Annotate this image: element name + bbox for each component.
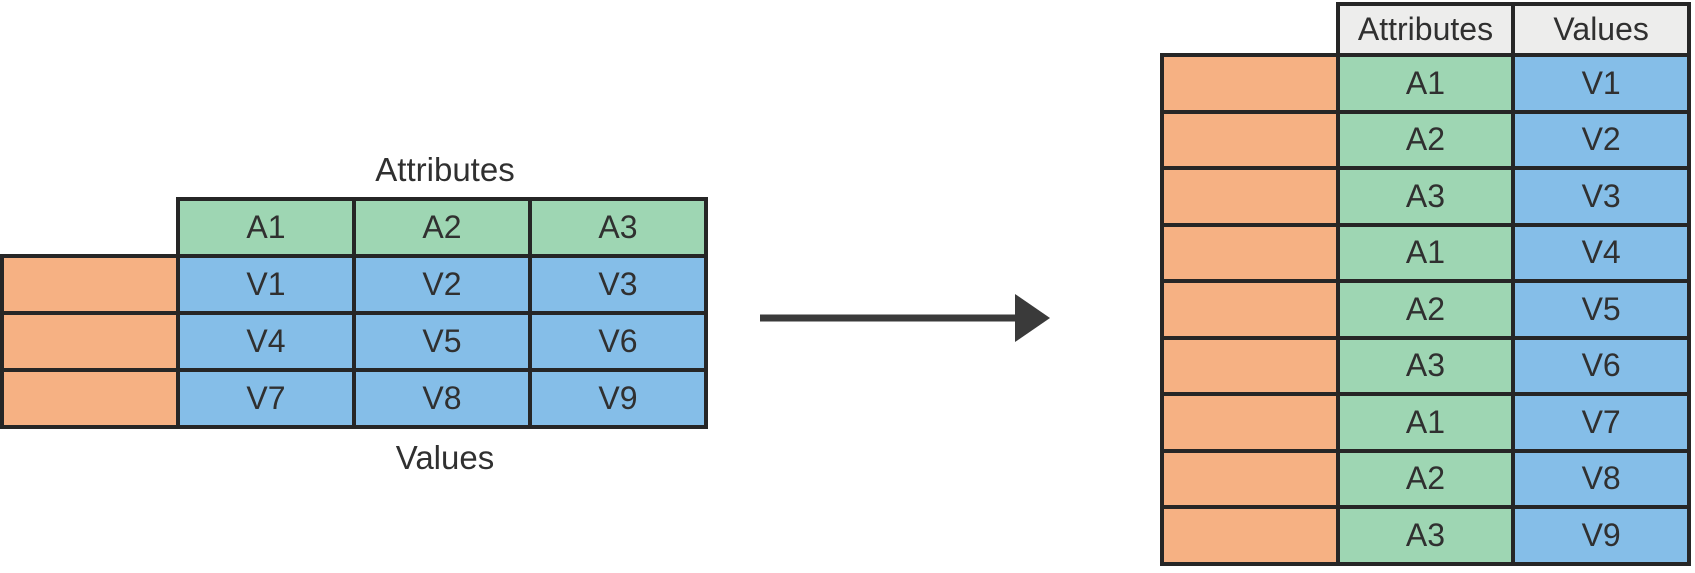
result-value-cell: V4 [1511, 222, 1691, 283]
result-data-row: A2 V2 [1160, 109, 1691, 170]
result-values-header-cell: Values [1511, 2, 1691, 57]
result-data-row: A3 V9 [1160, 505, 1691, 566]
result-data-row: A1 V7 [1160, 392, 1691, 453]
result-value-cell: V2 [1511, 109, 1691, 170]
result-attribute-cell: A2 [1335, 448, 1516, 509]
result-value-cell: V1 [1511, 53, 1691, 114]
source-value-cell: V3 [528, 254, 708, 315]
result-row-marker-cell [1160, 279, 1340, 340]
result-row-marker-cell [1160, 222, 1340, 283]
result-row-marker-cell [1160, 505, 1340, 566]
result-data-row: A2 V5 [1160, 279, 1691, 340]
result-row-marker-cell [1160, 392, 1340, 453]
result-value-cell: V9 [1511, 505, 1691, 566]
source-row-marker-cell [0, 368, 180, 429]
source-attribute-header-cell: A2 [352, 197, 532, 258]
source-attribute-header-cell: A3 [528, 197, 708, 258]
transform-arrow-icon [760, 294, 1050, 342]
result-row-marker-cell [1160, 109, 1340, 170]
result-row-marker-cell [1160, 166, 1340, 227]
result-data-row: A1 V1 [1160, 53, 1691, 114]
source-attribute-header-cell: A1 [176, 197, 356, 258]
source-data-row: V1 V2 V3 [0, 254, 708, 315]
source-value-cell: V2 [352, 254, 532, 315]
source-header-row: A1 A2 A3 [2, 197, 708, 258]
result-data-row: A3 V6 [1160, 335, 1691, 396]
result-row-marker-cell [1160, 335, 1340, 396]
source-value-cell: V9 [528, 368, 708, 429]
source-attributes-label: Attributes [375, 151, 515, 188]
result-value-cell: V6 [1511, 335, 1691, 396]
source-values-label: Values [395, 439, 495, 476]
result-attribute-cell: A1 [1335, 222, 1516, 283]
source-row-marker-cell [0, 254, 180, 315]
source-value-cell: V1 [176, 254, 356, 315]
result-header-row: Attributes Values [1162, 2, 1691, 57]
result-attribute-cell: A1 [1335, 53, 1516, 114]
result-value-cell: V7 [1511, 392, 1691, 453]
result-table: Attributes Values A1 V1 A2 V2 A3 V3 A1 V… [1160, 2, 1691, 566]
result-data-row: A2 V8 [1160, 448, 1691, 509]
source-data-row: V4 V5 V6 [0, 311, 708, 372]
result-data-row: A3 V3 [1160, 166, 1691, 227]
source-value-cell: V8 [352, 368, 532, 429]
result-value-cell: V3 [1511, 166, 1691, 227]
result-value-cell: V5 [1511, 279, 1691, 340]
result-data-row: A1 V4 [1160, 222, 1691, 283]
result-attribute-cell: A1 [1335, 392, 1516, 453]
result-attribute-cell: A3 [1335, 166, 1516, 227]
result-attribute-cell: A2 [1335, 279, 1516, 340]
source-value-cell: V6 [528, 311, 708, 372]
result-attribute-cell: A2 [1335, 109, 1516, 170]
result-row-marker-cell [1160, 448, 1340, 509]
result-attributes-header-cell: Attributes [1335, 2, 1516, 57]
source-table: A1 A2 A3 V1 V2 V3 V4 V5 V6 V7 V8 V9 [0, 197, 708, 429]
result-attribute-cell: A3 [1335, 505, 1516, 566]
source-data-row: V7 V8 V9 [0, 368, 708, 429]
result-value-cell: V8 [1511, 448, 1691, 509]
source-value-cell: V7 [176, 368, 356, 429]
source-value-cell: V5 [352, 311, 532, 372]
result-attribute-cell: A3 [1335, 335, 1516, 396]
source-corner-spacer [2, 199, 178, 256]
source-row-marker-cell [0, 311, 180, 372]
result-corner-spacer [1162, 4, 1338, 55]
source-value-cell: V4 [176, 311, 356, 372]
result-row-marker-cell [1160, 53, 1340, 114]
